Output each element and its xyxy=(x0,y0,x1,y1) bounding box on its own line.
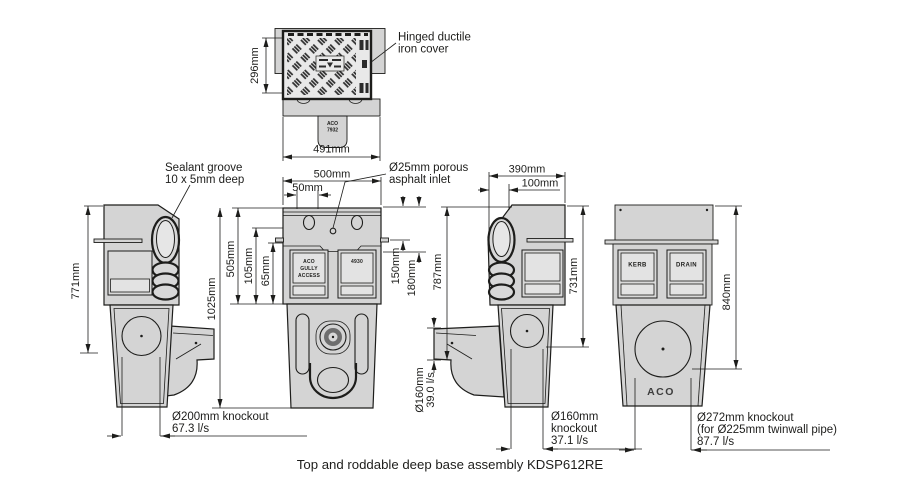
cover-note-line1: Hinged ductile xyxy=(398,32,471,44)
knockout-272-line2: (for Ø225mm twinwall pipe) xyxy=(697,424,837,436)
dim-50: 50mm xyxy=(284,182,331,209)
groove-ring xyxy=(487,283,516,301)
dim-390: 390mm xyxy=(488,164,566,233)
dim-knockout-272: Ø272mm knockout (for Ø225mm twinwall pip… xyxy=(619,378,837,453)
recess-panel-lower xyxy=(110,278,150,293)
dim-depths-left: 505mm 105mm 65mm 1025mm xyxy=(206,207,291,409)
dim-100-label: 100mm xyxy=(522,178,559,190)
dim-105-label: 105mm xyxy=(243,248,255,285)
knockout-200-line1: Ø200mm knockout xyxy=(172,411,269,423)
dim-outlet-160: Ø160mm 39.0 l/s xyxy=(414,317,441,413)
sealant-note-leader xyxy=(171,184,191,219)
dim-500-label: 500mm xyxy=(314,169,351,181)
knockout-circle xyxy=(121,315,162,357)
dim-840-label: 840mm xyxy=(721,274,733,311)
dim-787: 787mm xyxy=(432,206,512,360)
front-view: ACO GULLY ACCESS 4930 500mm 50 xyxy=(206,162,469,413)
knockout-160-line1: Ø160mm xyxy=(551,411,598,423)
dim-731-label: 731mm xyxy=(568,258,580,295)
sealant-note-line2: 10 x 5mm deep xyxy=(165,174,244,186)
dim-771-label: 771mm xyxy=(70,263,82,300)
side-tab xyxy=(275,237,284,243)
groove-ring xyxy=(151,283,180,301)
dim-390-label: 390mm xyxy=(509,164,546,176)
dim-491-label: 491mm xyxy=(313,144,350,156)
spigot-brand-line1: ACO xyxy=(327,121,338,127)
dim-1025-label: 1025mm xyxy=(206,278,218,321)
dim-50-label: 50mm xyxy=(292,182,323,194)
dim-500: 500mm xyxy=(282,169,382,205)
dim-seats-right: 150mm 180mm xyxy=(383,196,426,296)
shelf-bar xyxy=(526,238,574,243)
kerb-panel-label: KERB xyxy=(628,263,647,269)
cover-note-line2: iron cover xyxy=(398,44,449,56)
base-slot xyxy=(295,313,310,375)
drain-panel-label: DRAIN xyxy=(676,263,697,269)
outlet-note-line1: Ø160mm xyxy=(414,367,426,412)
dim-771: 771mm xyxy=(70,205,103,354)
outlet-elbow xyxy=(165,325,215,397)
dim-505-label: 505mm xyxy=(225,241,237,278)
dim-296-label: 296mm xyxy=(249,47,261,84)
dim-knockout-160: Ø160mm knockout 37.1 l/s xyxy=(496,349,642,452)
inlet-note-line2: asphalt inlet xyxy=(389,174,451,186)
outlet-note-line2: 39.0 l/s xyxy=(425,372,437,408)
shelf-bar xyxy=(93,238,143,243)
dim-150-label: 150mm xyxy=(390,248,402,285)
rodding-channel xyxy=(308,363,358,400)
outlet-boss xyxy=(319,323,347,351)
dim-840: 840mm xyxy=(692,205,742,370)
panel-left-line2: GULLY xyxy=(300,266,318,272)
dim-65-label: 65mm xyxy=(260,256,272,287)
frame-bottom xyxy=(282,98,381,117)
panel-right-label: 4930 xyxy=(351,259,363,265)
lifting-hole xyxy=(302,214,316,231)
knockout-circle xyxy=(509,313,545,349)
knockout-160-line2: knockout xyxy=(551,423,598,435)
spigot-brand-line2: 7932 xyxy=(327,128,338,134)
panel-left-line3: ACCESS xyxy=(298,273,321,279)
deep-base xyxy=(497,304,554,408)
cover-note-leader xyxy=(369,42,397,64)
knockout-160-line3: 37.1 l/s xyxy=(551,435,588,447)
dim-787-label: 787mm xyxy=(432,254,444,291)
top-view: ACO 7932 296mm xyxy=(249,28,471,161)
cover-emblem xyxy=(315,55,345,72)
knockout-272-line3: 87.7 l/s xyxy=(697,436,734,448)
outlet-spigot xyxy=(317,115,348,148)
porous-asphalt-inlet-hole xyxy=(329,227,337,235)
sealant-note-line1: Sealant groove xyxy=(165,162,242,174)
inlet-note-leader xyxy=(332,173,387,229)
rear-view: KERB DRAIN ACO 840mm Ø272mm knockout (fo… xyxy=(604,204,837,453)
dim-491: 491mm xyxy=(282,117,381,161)
panel-left-line1: ACO xyxy=(303,259,315,265)
dim-180-label: 180mm xyxy=(406,260,418,297)
cover-side-slots xyxy=(359,40,369,93)
base-slot xyxy=(354,313,369,375)
back-panel xyxy=(614,204,714,242)
dim-296: 296mm xyxy=(249,37,282,94)
dim-731: 731mm xyxy=(546,205,589,348)
deep-base-rear xyxy=(615,304,711,407)
knockout-272-line1: Ø272mm knockout xyxy=(697,412,794,424)
right-side-view: 390mm 100mm 787mm 731mm xyxy=(432,164,642,452)
left-side-view: Sealant groove 10 x 5mm deep 771mm Ø200m… xyxy=(70,162,307,439)
dim-100: 100mm xyxy=(478,178,560,210)
knockout-200-line2: 67.3 l/s xyxy=(172,423,209,435)
lifting-hole xyxy=(350,214,364,231)
drawing-caption: Top and roddable deep base assembly KDSP… xyxy=(297,457,604,472)
knockout-circle-272 xyxy=(634,320,692,378)
outlet-elbow xyxy=(433,325,505,398)
aco-brand-label: ACO xyxy=(647,386,675,398)
side-tab xyxy=(380,237,389,243)
flange xyxy=(604,239,719,245)
dim-knockout-200: Ø200mm knockout 67.3 l/s xyxy=(107,357,307,439)
inlet-note-line1: Ø25mm porous xyxy=(389,162,469,174)
